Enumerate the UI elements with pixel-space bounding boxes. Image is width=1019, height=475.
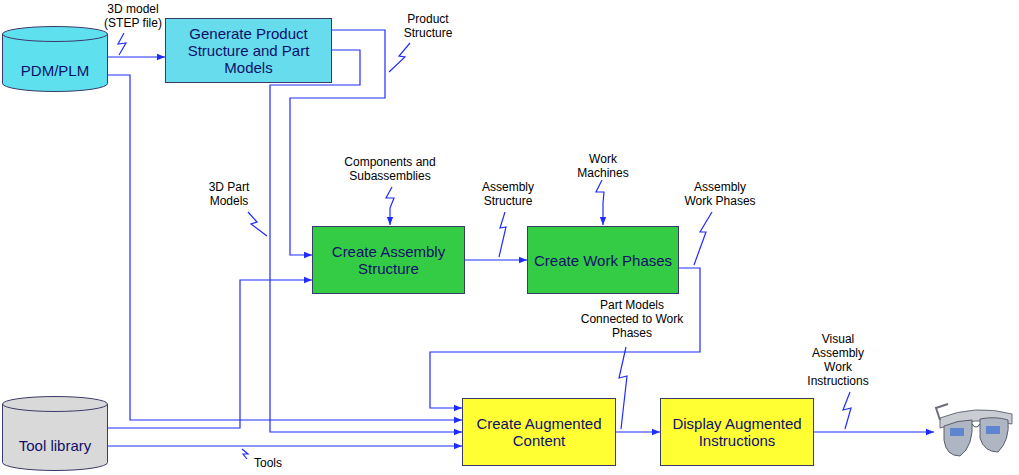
- flow-label: Work Machines: [577, 152, 628, 180]
- process-box: Create Augmented Content: [462, 398, 616, 466]
- flow-label: Components and Subassemblies: [344, 155, 435, 183]
- node-text: Create Augmented Content: [463, 412, 615, 452]
- glasses-lens: [980, 418, 1008, 452]
- connector-arrow: [108, 280, 312, 428]
- leader-notch: [242, 449, 248, 459]
- connector-arrow: [108, 445, 462, 446]
- leader-notch: [619, 347, 627, 429]
- node-text: Tool library: [14, 434, 97, 457]
- glasses-display: [950, 428, 964, 436]
- leader-notch: [694, 212, 712, 265]
- leader-notch: [389, 43, 410, 72]
- input-arrow: [596, 180, 604, 225]
- edge-label-box: Assembly Structure: [476, 180, 540, 208]
- cylinder-body: [3, 34, 108, 92]
- flow-label: Visual Assembly Work Instructions: [807, 332, 868, 388]
- edge-label-box: Product Structure: [392, 12, 464, 40]
- process-box: Display Augmented Instructions: [660, 398, 814, 466]
- edge-label: Assembly Work Phases: [684, 180, 755, 208]
- connector-arrow: [465, 259, 527, 260]
- edge-label: 3D Part Models: [209, 180, 250, 208]
- connector-arrow: [108, 56, 165, 57]
- edge-label-box: 3D Part Models: [194, 180, 264, 208]
- leader-notch: [118, 33, 126, 55]
- input-label-box: Visual Assembly Work Instructions: [800, 332, 876, 388]
- glasses-bridge: [972, 424, 980, 427]
- leader-notch: [248, 212, 267, 236]
- cylinder-outline: [2, 396, 108, 471]
- edge-label: 3D model (STEP file): [104, 2, 162, 30]
- database-cylinder: Tool library: [2, 396, 108, 471]
- input-label-box: Components and Subassemblies: [330, 155, 450, 183]
- leader-notch: [499, 212, 506, 257]
- glasses-temple: [936, 404, 948, 420]
- edge-label: Product Structure: [404, 12, 453, 40]
- edge-label-box: 3D model (STEP file): [100, 2, 166, 30]
- output-arrow: [812, 431, 934, 432]
- edge-label: Tools: [254, 456, 282, 470]
- input-label-box: Work Machines: [566, 152, 640, 180]
- connector-arrow: [616, 431, 660, 432]
- node-text: PDM/PLM: [16, 59, 94, 82]
- process-box: Generate Product Structure and Part Mode…: [165, 18, 332, 83]
- node-text: Display Augmented Instructions: [661, 412, 813, 452]
- glasses-lens: [944, 420, 972, 456]
- edge-label-box: Assembly Work Phases: [684, 180, 756, 208]
- edge-label-box: Tools: [246, 456, 290, 470]
- edge-label: Part Models Connected to Work Phases: [581, 298, 684, 340]
- cylinder-top: [3, 397, 108, 412]
- cylinder-outline: [2, 26, 108, 92]
- input-arrow: [386, 187, 394, 225]
- database-cylinder: PDM/PLM: [2, 26, 108, 92]
- node-text: Create Work Phases: [529, 249, 677, 272]
- glasses-display: [986, 426, 1000, 434]
- leader-notch: [843, 392, 851, 429]
- cylinder-body: [3, 404, 108, 471]
- ar-glasses-icon: [936, 404, 1012, 456]
- process-box: Create Assembly Structure: [312, 226, 465, 294]
- edge-label: Assembly Structure: [482, 180, 534, 208]
- edge-label-box: Part Models Connected to Work Phases: [580, 298, 684, 340]
- process-box: Create Work Phases: [527, 226, 679, 294]
- cylinder-top: [3, 27, 108, 42]
- node-text: Generate Product Structure and Part Mode…: [166, 22, 331, 79]
- node-text: Create Assembly Structure: [313, 240, 464, 280]
